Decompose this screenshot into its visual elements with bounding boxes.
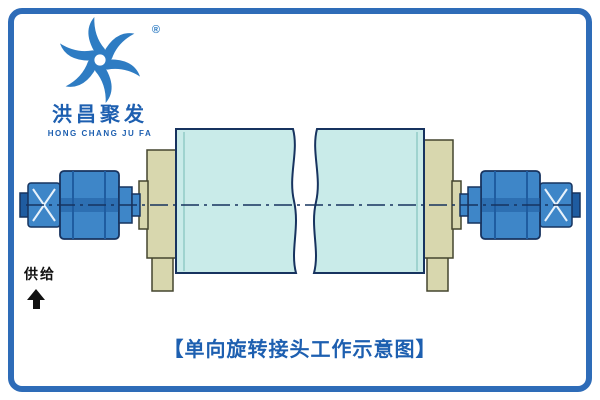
right-flange	[422, 139, 462, 292]
company-name-english: HONG CHANG JU FA	[47, 129, 153, 138]
diagram-caption: 【单向旋转接头工作示意图】	[163, 339, 437, 361]
supply-up-arrow-icon	[27, 289, 45, 309]
registered-mark: ®	[151, 24, 160, 36]
left-flange	[138, 149, 178, 292]
company-logo: ® 洪昌聚发 HONG CHANG JU FA	[38, 16, 162, 138]
company-name-chinese: 洪昌聚发	[52, 104, 148, 126]
roller-drum	[175, 128, 425, 274]
supply-label: 供给	[24, 266, 56, 282]
swirl-logo-icon	[59, 17, 141, 103]
supply-indicator: 供给	[24, 264, 70, 309]
